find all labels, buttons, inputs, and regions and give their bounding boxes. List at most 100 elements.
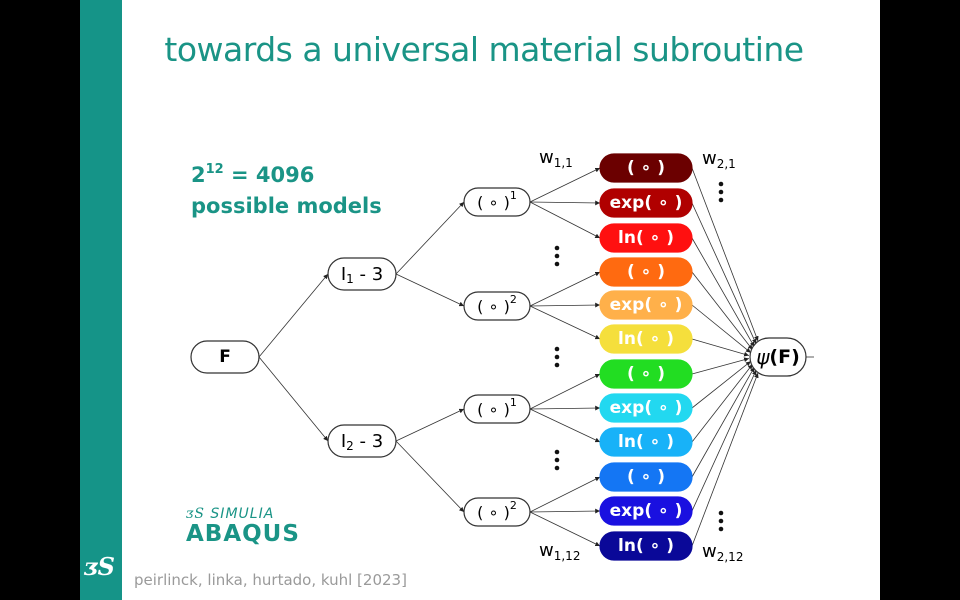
edge-power-to-activation bbox=[529, 271, 601, 307]
invariant-subscript: 2 bbox=[346, 439, 354, 453]
activation-node bbox=[599, 188, 693, 218]
invariant-base: I bbox=[341, 264, 346, 285]
edge-activation-to-output bbox=[691, 366, 755, 478]
output-node-psi bbox=[749, 337, 807, 377]
edge-power-to-activation bbox=[529, 508, 601, 514]
weight-subscript: 2,1 bbox=[717, 157, 736, 171]
edge-invariant-to-power bbox=[395, 408, 465, 442]
ellipsis-dot bbox=[718, 197, 724, 203]
power-label: ( ∘ ) bbox=[477, 400, 510, 419]
power-node bbox=[463, 497, 531, 527]
ellipsis-dot bbox=[554, 245, 560, 251]
activation-label: ln( ∘ ) bbox=[618, 228, 674, 248]
weight-base: w bbox=[702, 541, 717, 562]
activation-node-label: ln( ∘ ) bbox=[618, 329, 674, 349]
power-node-label: ( ∘ )1 bbox=[477, 396, 517, 419]
power-node-label: ( ∘ )2 bbox=[477, 293, 517, 316]
edge-activation-to-output bbox=[691, 271, 753, 350]
activation-node-label: ( ∘ ) bbox=[627, 364, 665, 384]
invariant-rest: - 3 bbox=[354, 431, 383, 452]
activation-node bbox=[599, 153, 693, 183]
ellipsis-w2-top bbox=[718, 181, 724, 203]
activation-node-label: exp( ∘ ) bbox=[610, 501, 683, 521]
activation-node-label: exp( ∘ ) bbox=[610, 193, 683, 213]
ellipsis-between-groups-3 bbox=[554, 449, 560, 471]
edge-power-to-activation bbox=[529, 373, 601, 410]
invariant-node bbox=[327, 424, 397, 458]
activation-label: exp( ∘ ) bbox=[610, 398, 683, 418]
weight-base: w bbox=[539, 147, 554, 168]
slide-sidebar bbox=[80, 0, 122, 600]
edge-activation-to-output bbox=[691, 361, 751, 409]
weight-subscript: 2,12 bbox=[717, 550, 744, 564]
possible-models-caption: 212 = 4096 possible models bbox=[191, 154, 382, 222]
activation-node bbox=[599, 427, 693, 457]
activation-node bbox=[599, 324, 693, 354]
power-exponent: 1 bbox=[510, 189, 517, 202]
edge-power-to-activation bbox=[529, 408, 601, 443]
weight-w1-12: w1,12 bbox=[539, 540, 580, 564]
edge-invariant-to-power bbox=[395, 273, 465, 307]
invariant-subscript: 1 bbox=[346, 272, 354, 286]
activation-label: ( ∘ ) bbox=[627, 158, 665, 178]
activation-label: exp( ∘ ) bbox=[610, 193, 683, 213]
ellipsis-dot bbox=[554, 346, 560, 352]
edge-activation-to-output bbox=[691, 237, 755, 348]
slide-title: towards a universal material subroutine bbox=[164, 30, 804, 69]
models-label: possible models bbox=[191, 194, 382, 218]
power-label: ( ∘ ) bbox=[477, 193, 510, 212]
edge-activation-to-output bbox=[691, 202, 757, 345]
activation-label: ln( ∘ ) bbox=[618, 536, 674, 556]
models-result: = 4096 bbox=[223, 163, 315, 187]
ellipsis-dot bbox=[718, 518, 724, 524]
activation-label: ( ∘ ) bbox=[627, 262, 665, 282]
edge-activation-to-output bbox=[691, 372, 759, 547]
activation-node bbox=[599, 496, 693, 526]
invariant-node-label: I2 - 3 bbox=[341, 431, 383, 454]
nodes bbox=[190, 153, 807, 561]
activation-node-label: exp( ∘ ) bbox=[610, 398, 683, 418]
input-node-text: F bbox=[219, 347, 231, 367]
ellipsis-dot bbox=[554, 457, 560, 463]
edge-invariant-to-power bbox=[395, 440, 465, 513]
ellipsis-dot bbox=[718, 189, 724, 195]
weight-base: w bbox=[539, 540, 554, 561]
ds-mini-icon: ᴣS bbox=[186, 506, 211, 522]
edge-activation-to-output bbox=[691, 304, 751, 353]
power-exponent: 2 bbox=[510, 293, 517, 306]
activation-label: ln( ∘ ) bbox=[618, 432, 674, 452]
power-exponent: 2 bbox=[510, 499, 517, 512]
invariant-base: I bbox=[341, 431, 346, 452]
edge-power-to-activation bbox=[529, 405, 601, 411]
ellipsis-dot bbox=[718, 526, 724, 532]
psi-argument: (F) bbox=[769, 346, 799, 368]
edge-invariant-to-power bbox=[395, 201, 465, 275]
simulia-logo: ᴣS SIMULIA bbox=[186, 506, 274, 522]
edge-activation-to-output bbox=[691, 369, 757, 512]
activation-label: ( ∘ ) bbox=[627, 467, 665, 487]
activation-node-label: ln( ∘ ) bbox=[618, 536, 674, 556]
activation-node bbox=[599, 290, 693, 320]
dassault-systemes-logo-icon: ᴣS bbox=[84, 552, 115, 581]
input-node-F bbox=[190, 340, 260, 374]
edge-power-to-activation bbox=[529, 476, 601, 513]
edge-power-to-activation bbox=[529, 511, 601, 547]
citation: peirlinck, linka, hurtado, kuhl [2023] bbox=[134, 571, 407, 589]
activation-node bbox=[599, 462, 693, 492]
psi-symbol: ψ bbox=[756, 345, 770, 369]
edge-activation-to-output bbox=[691, 338, 750, 357]
ellipsis-dot bbox=[718, 510, 724, 516]
power-node bbox=[463, 187, 531, 217]
power-node-label: ( ∘ )1 bbox=[477, 189, 517, 212]
power-exponent: 1 bbox=[510, 396, 517, 409]
activation-node bbox=[599, 257, 693, 287]
ellipsis-dot bbox=[554, 465, 560, 471]
models-count: 212 = 4096 bbox=[191, 154, 382, 191]
invariant-rest: - 3 bbox=[354, 264, 383, 285]
activation-node bbox=[599, 531, 693, 561]
labels: FI1 - 3I2 - 3( ∘ )1( ∘ )2( ∘ )1( ∘ )2( ∘… bbox=[219, 147, 800, 565]
power-label: ( ∘ ) bbox=[477, 297, 510, 316]
weight-w2-1: w2,1 bbox=[702, 148, 736, 172]
edge-power-to-activation bbox=[529, 167, 601, 203]
